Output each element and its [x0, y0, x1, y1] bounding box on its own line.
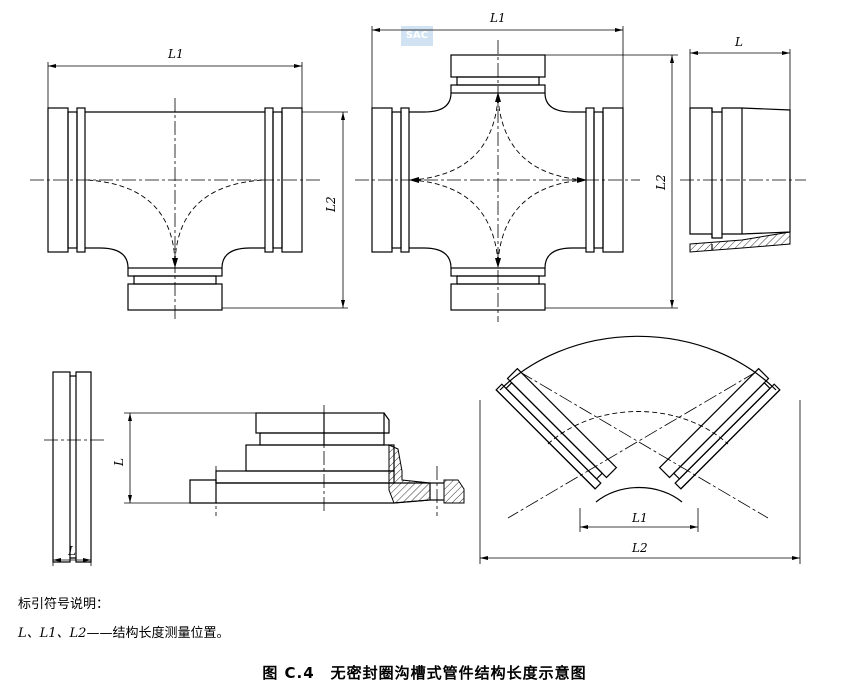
elbow-fitting: L1 L2 [479, 335, 801, 564]
legend-item: L、L1、L2——结构长度测量位置。 [18, 622, 229, 641]
legend-description: ——结构长度测量位置。 [86, 626, 230, 641]
tee-fitting: L1 [30, 47, 348, 322]
tee-l1-label: L1 [167, 47, 184, 61]
figure-caption: 图 C.4 无密封圈沟槽式管件结构长度示意图 [262, 664, 587, 682]
elbow-l1-label: L1 [631, 511, 648, 525]
cross-l2-label: L2 [654, 174, 668, 191]
flange-adapter-fitting: L [112, 405, 465, 516]
legend-title: 标引符号说明： [18, 597, 110, 612]
elbow-l2-label: L2 [631, 541, 648, 555]
technical-drawing: L1 [30, 11, 806, 566]
cross-fitting: L1 [355, 11, 678, 322]
tee-l2-label: L2 [324, 196, 338, 213]
flange-l-label: L [112, 458, 126, 467]
reducer-l-label: L [734, 35, 743, 49]
sac-watermark-logo: SAC [401, 26, 433, 46]
cap-fitting: L [44, 371, 104, 566]
legend-symbols: L、L1、L2 [18, 626, 87, 641]
cross-l1-label: L1 [489, 11, 506, 25]
reducer-fitting: L [680, 35, 806, 253]
cap-l-label: L [67, 544, 76, 558]
